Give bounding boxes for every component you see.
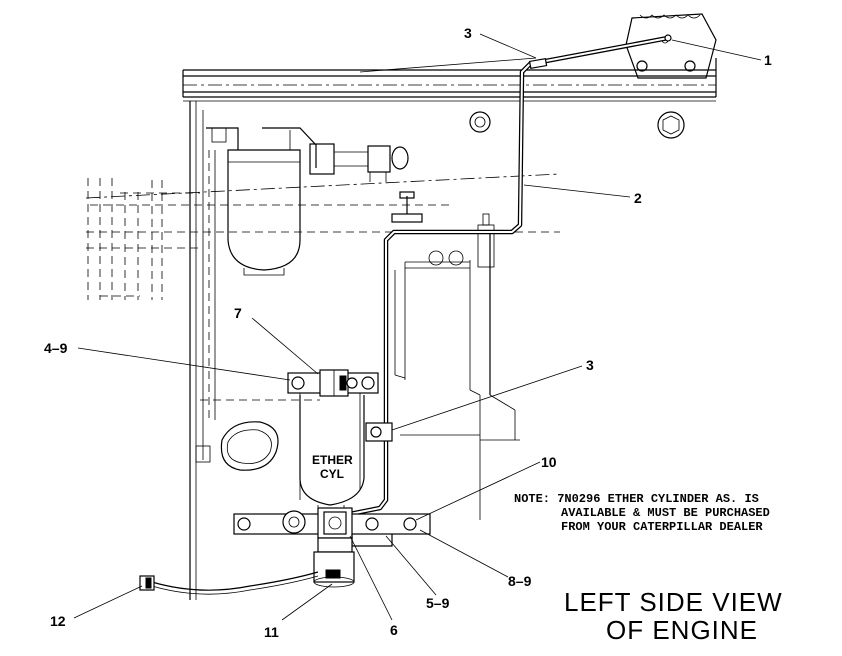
callout-8-9: 8–9 xyxy=(508,573,532,589)
lower-bracket xyxy=(233,507,431,547)
leader-lines xyxy=(73,33,762,621)
tube-clip-3 xyxy=(365,422,393,442)
callout-labels: 1 3 2 7 4–9 3 10 8–9 5–9 6 11 12 xyxy=(44,25,772,640)
callout-7: 7 xyxy=(234,305,242,321)
valve-assembly-11 xyxy=(313,537,355,588)
callout-5-9: 5–9 xyxy=(426,595,450,611)
callout-6: 6 xyxy=(390,622,398,638)
title-line-2: OF ENGINE xyxy=(606,615,758,645)
callout-10: 10 xyxy=(541,454,557,470)
callout-3-top: 3 xyxy=(464,25,472,41)
dealer-note: NOTE: 7N0296 ETHER CYLINDER AS. IS AVAIL… xyxy=(514,492,770,534)
note-line-3: FROM YOUR CATERPILLAR DEALER xyxy=(561,520,763,534)
ether-tube-assembly xyxy=(347,34,672,517)
callout-12: 12 xyxy=(50,613,66,629)
upper-bracket xyxy=(287,369,379,397)
view-title: LEFT SIDE VIEW OF ENGINE xyxy=(564,587,783,645)
ether-cyl-label-line2: CYL xyxy=(320,467,344,481)
note-line-2: AVAILABLE & MUST BE PURCHASED xyxy=(561,506,770,520)
wire-harness-12 xyxy=(139,571,319,595)
ether-cylinder: ETHER CYL xyxy=(299,395,365,513)
callout-3-mid: 3 xyxy=(586,357,594,373)
ether-cyl-label-line1: ETHER xyxy=(312,453,353,467)
callout-11: 11 xyxy=(264,624,279,640)
callout-4-9: 4–9 xyxy=(44,340,68,356)
title-line-1: LEFT SIDE VIEW xyxy=(564,587,783,617)
note-line-1: NOTE: 7N0296 ETHER CYLINDER AS. IS xyxy=(514,492,759,506)
callout-2: 2 xyxy=(634,190,642,206)
callout-1: 1 xyxy=(764,52,772,68)
